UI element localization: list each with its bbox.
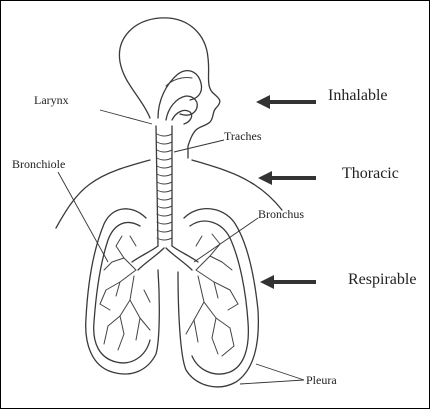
right-main-bronchus xyxy=(166,246,198,270)
right-shoulder xyxy=(192,160,282,210)
pleura-label: Pleura xyxy=(306,373,337,387)
bronchiole-leader xyxy=(58,172,108,262)
inhalable-arrow xyxy=(256,95,316,109)
thoracic-label: Thoracic xyxy=(342,165,399,182)
bronchus-label: Bronchus xyxy=(258,207,304,221)
left-main-bronchus xyxy=(132,246,164,270)
pleura-leader-2 xyxy=(240,380,304,384)
right-lung xyxy=(178,209,258,387)
larynx-leader xyxy=(100,110,152,124)
respirable-label: Respirable xyxy=(348,271,416,288)
traches-leader xyxy=(174,140,224,152)
trachea xyxy=(156,126,172,246)
head-outline xyxy=(119,18,219,158)
bronchiole-label: Bronchiole xyxy=(12,157,65,171)
traches-label: Traches xyxy=(224,129,262,143)
thoracic-arrow xyxy=(258,171,316,185)
larynx-label: Larynx xyxy=(34,93,69,107)
pleura-leader-1 xyxy=(256,364,304,380)
left-lung xyxy=(86,209,160,374)
respirable-arrow xyxy=(260,275,316,289)
inhalable-label: Inhalable xyxy=(328,87,388,104)
